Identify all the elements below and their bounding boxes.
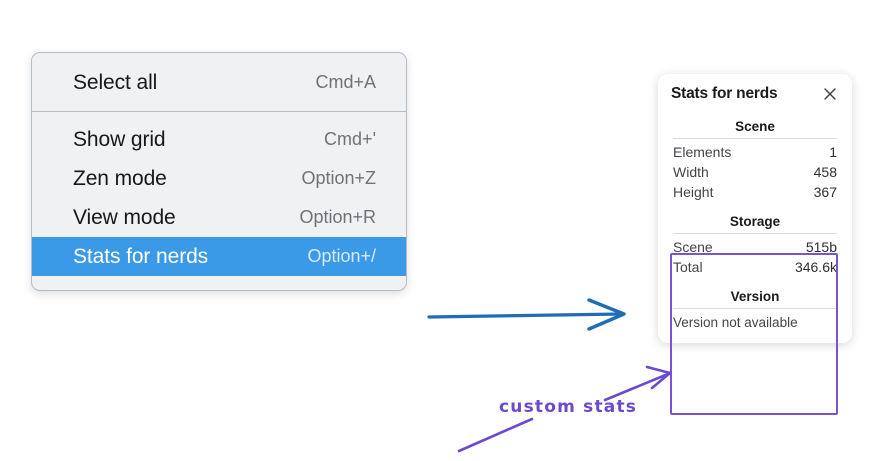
stats-row-value: 1	[829, 144, 837, 160]
stats-row-height: Height 367	[671, 182, 839, 202]
stats-row-value: 515b	[805, 239, 837, 255]
stats-row-value: 346.6k	[794, 259, 837, 275]
stats-row-storage-scene: Scene 515b	[671, 237, 839, 257]
menu-item-shortcut: Option+R	[299, 207, 376, 227]
menu-item-shortcut: Option+Z	[301, 168, 376, 188]
menu-item-shortcut: Cmd+A	[315, 72, 376, 92]
menu-item-shortcut: Cmd+'	[324, 129, 376, 149]
menu-item-show-grid[interactable]: Show grid Cmd+'	[32, 120, 406, 159]
stats-section-scene: Scene Elements 1 Width 458 Height 367	[671, 117, 839, 202]
menu-group-1: Select all Cmd+A	[32, 53, 406, 111]
menu-item-view-mode[interactable]: View mode Option+R	[32, 198, 406, 237]
menu-separator	[32, 111, 406, 112]
menu-item-stats-for-nerds[interactable]: Stats for nerds Option+/	[32, 237, 406, 276]
menu-group-2: Show grid Cmd+' Zen mode Option+Z View m…	[32, 112, 406, 290]
section-title: Version	[730, 289, 780, 304]
stats-row-label: Height	[673, 184, 714, 200]
menu-item-label: View mode	[73, 205, 176, 229]
stats-for-nerds-panel[interactable]: Stats for nerds Scene Elements 1 Width 4…	[658, 74, 852, 343]
stats-row-width: Width 458	[671, 162, 839, 182]
section-divider	[673, 138, 837, 139]
menu-item-label: Zen mode	[73, 166, 167, 190]
close-icon[interactable]	[821, 85, 839, 103]
stats-section-storage: Storage Scene 515b Total 346.6k	[671, 212, 839, 277]
stats-panel-title: Stats for nerds	[671, 85, 778, 102]
blue-arrow	[427, 298, 626, 331]
stats-row-label: Elements	[673, 144, 732, 160]
custom-stats-annotation-label: custom stats	[499, 397, 638, 417]
menu-item-label: Show grid	[73, 127, 166, 151]
context-menu[interactable]: Select all Cmd+A Show grid Cmd+' Zen mod…	[31, 52, 407, 291]
stats-row-label: Total	[673, 259, 703, 275]
menu-item-label: Stats for nerds	[73, 244, 209, 268]
section-title: Scene	[735, 119, 775, 134]
stats-row-elements: Elements 1	[671, 142, 839, 162]
stats-panel-header: Stats for nerds	[671, 85, 839, 103]
menu-item-label: Select all	[73, 70, 158, 94]
purple-arrow-lower	[457, 417, 534, 453]
menu-item-select-all[interactable]: Select all Cmd+A	[32, 63, 406, 102]
stats-section-version: Version Version not available	[671, 287, 839, 331]
version-not-available-text: Version not available	[673, 315, 798, 330]
stats-row-value: 367	[813, 184, 837, 200]
section-title: Storage	[729, 214, 781, 229]
menu-item-shortcut: Option+/	[307, 246, 376, 266]
purple-arrow-upper	[603, 365, 672, 402]
stats-row-label: Scene	[673, 239, 713, 255]
stats-row-storage-total: Total 346.6k	[671, 257, 839, 277]
section-divider	[673, 308, 837, 309]
menu-item-zen-mode[interactable]: Zen mode Option+Z	[32, 159, 406, 198]
stats-row-label: Width	[673, 164, 709, 180]
stats-row-value: 458	[813, 164, 837, 180]
section-divider	[673, 233, 837, 234]
